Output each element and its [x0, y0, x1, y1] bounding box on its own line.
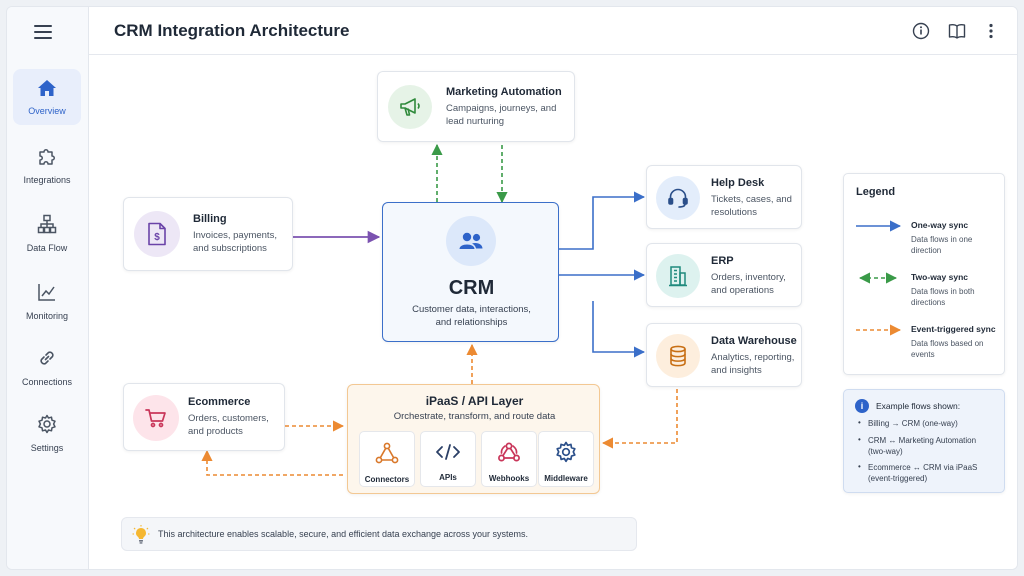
ecommerce-card[interactable]: Ecommerce Orders, customers, and product… — [123, 383, 285, 451]
crm-description: Customer data, interactions, and relatio… — [412, 304, 531, 328]
sidebar-item-overview[interactable]: Overview — [13, 69, 81, 125]
crm-title: CRM — [448, 277, 495, 299]
erp-card[interactable]: ERP Orders, inventory, and operations — [646, 243, 802, 307]
example-flow-item: Ecommerce ↔ CRM via iPaaS (event-trigger… — [868, 463, 978, 483]
svg-text:$: $ — [154, 232, 160, 243]
card-title: Marketing Automation — [446, 86, 562, 98]
book-icon[interactable] — [947, 21, 967, 41]
code-icon — [435, 442, 461, 467]
legend-name-event: Event-triggered sync — [911, 324, 996, 334]
example-flows-title: Example flows shown: — [876, 401, 961, 411]
marketing-automation-card[interactable]: Marketing Automation Campaigns, journeys… — [377, 71, 575, 142]
users-icon — [446, 216, 496, 266]
sidebar: Overview Integrations Data Flow Monitori… — [7, 7, 89, 569]
link-icon — [37, 348, 57, 373]
card-title: Ecommerce — [188, 396, 251, 408]
example-flow-item: CRM ↔ Marketing Automation (two-way) — [868, 436, 977, 456]
lightbulb-icon — [132, 525, 150, 550]
card-title: ERP — [711, 255, 734, 267]
footer-note: This architecture enables scalable, secu… — [121, 517, 637, 551]
info-badge-icon: i — [855, 399, 869, 413]
card-title: Help Desk — [711, 177, 765, 189]
webhook-icon — [497, 441, 521, 468]
card-description: Orders, inventory, and operations — [711, 272, 786, 296]
ipaas-description: Orchestrate, transform, and route data — [393, 411, 556, 422]
card-description: Invoices, payments, and subscriptions — [193, 230, 277, 254]
card-description: Tickets, cases, and resolutions — [711, 194, 792, 218]
megaphone-icon — [388, 85, 432, 129]
puzzle-icon — [37, 146, 57, 171]
legend-panel: Legend One-way sync Data flows in one di… — [843, 173, 1005, 375]
component-label: Middleware — [544, 474, 588, 483]
legend-name-two-way: Two-way sync — [911, 272, 968, 282]
cog-icon — [555, 441, 577, 468]
card-description: Orders, customers, and products — [188, 413, 269, 437]
hierarchy-icon — [37, 214, 57, 239]
legend-title: Legend — [856, 186, 896, 198]
diagram-canvas: Marketing Automation Campaigns, journeys… — [89, 55, 1017, 569]
gear-icon — [37, 414, 57, 439]
ipaas-title: iPaaS / API Layer — [425, 394, 524, 408]
legend-desc-two-way: Data flows in both directions — [911, 287, 975, 307]
sidebar-item-label: Overview — [28, 105, 66, 116]
component-label: Webhooks — [488, 474, 530, 483]
bullet: • — [858, 418, 861, 427]
app-window: Overview Integrations Data Flow Monitori… — [6, 6, 1018, 570]
connectors-icon — [375, 442, 399, 469]
line-chart-icon — [37, 282, 57, 307]
cart-icon — [133, 395, 179, 441]
card-title: Billing — [193, 213, 227, 225]
data-warehouse-card[interactable]: Data Warehouse Analytics, reporting, and… — [646, 323, 802, 387]
hamburger-menu-icon[interactable] — [29, 21, 57, 43]
invoice-icon: $ — [134, 211, 180, 257]
sidebar-item-integrations[interactable]: Integrations — [13, 137, 81, 193]
card-description: Analytics, reporting, and insights — [711, 352, 795, 376]
headset-icon — [656, 176, 700, 220]
component-label: Connectors — [364, 475, 410, 484]
home-icon — [37, 79, 57, 102]
connectors-box[interactable]: Connectors — [359, 431, 415, 487]
bullet: • — [858, 462, 861, 471]
page-title: CRM Integration Architecture — [114, 21, 350, 40]
more-vertical-icon[interactable] — [981, 21, 1001, 41]
footer-note-text: This architecture enables scalable, secu… — [158, 529, 529, 539]
example-flows-panel: i Example flows shown: • Billing → CRM (… — [843, 389, 1005, 493]
legend-name-one-way: One-way sync — [911, 220, 969, 230]
sidebar-item-label: Integrations — [23, 174, 71, 185]
component-label: APIs — [439, 473, 457, 482]
crm-to-helpdesk-arrow — [559, 191, 646, 250]
ipaas-to-ecommerce-arrow — [201, 449, 343, 476]
sidebar-item-label: Connections — [21, 376, 73, 387]
info-icon[interactable] — [911, 21, 931, 41]
ipaas-api-layer-card[interactable]: iPaaS / API Layer Orchestrate, transform… — [347, 384, 600, 494]
header: CRM Integration Architecture — [89, 7, 1017, 55]
example-flow-item: Billing → CRM (one-way) — [868, 419, 958, 428]
connection-lines — [201, 143, 678, 476]
building-icon — [656, 254, 700, 298]
sidebar-item-label: Settings — [30, 442, 64, 453]
legend-line-samples — [856, 220, 902, 336]
sidebar-item-label: Data Flow — [26, 242, 68, 253]
sidebar-item-data-flow[interactable]: Data Flow — [13, 205, 81, 261]
crm-card[interactable]: CRM Customer data, interactions, and rel… — [382, 202, 559, 342]
bullet: • — [858, 435, 861, 444]
apis-box[interactable]: APIs — [420, 431, 476, 487]
sidebar-item-label: Monitoring — [25, 310, 69, 321]
billing-card[interactable]: $ Billing Invoices, payments, and subscr… — [123, 197, 293, 271]
middleware-box[interactable]: Middleware — [538, 431, 594, 487]
warehouse-to-ipaas-arrow — [601, 389, 678, 449]
help-desk-card[interactable]: Help Desk Tickets, cases, and resolution… — [646, 165, 802, 229]
card-description: Campaigns, journeys, and lead nurturing — [446, 103, 557, 127]
legend-desc-event: Data flows based on events — [911, 339, 984, 359]
sidebar-item-settings[interactable]: Settings — [13, 405, 81, 461]
legend-desc-one-way: Data flows in one direction — [911, 235, 973, 255]
sidebar-item-connections[interactable]: Connections — [13, 339, 81, 395]
card-title: Data Warehouse — [711, 335, 797, 347]
crm-to-warehouse-arrow — [592, 301, 646, 358]
database-icon — [656, 334, 700, 378]
sidebar-item-monitoring[interactable]: Monitoring — [13, 273, 81, 329]
webhooks-box[interactable]: Webhooks — [481, 431, 537, 487]
